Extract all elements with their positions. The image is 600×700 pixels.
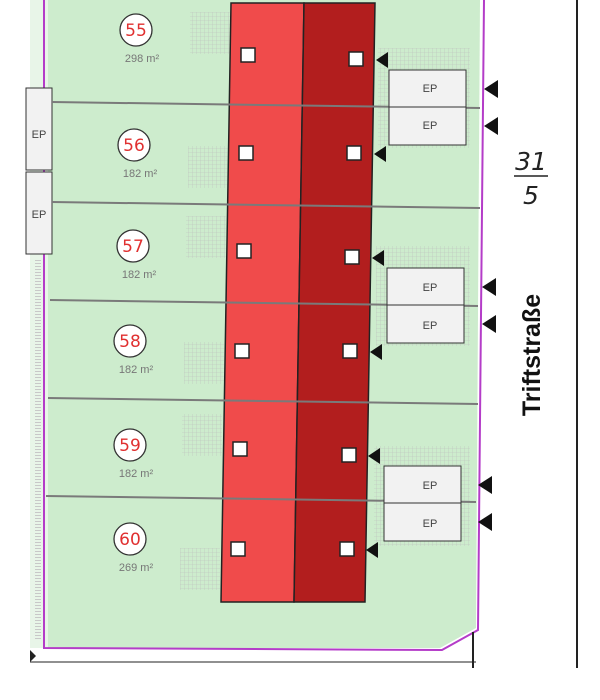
access-triangle [374,146,386,162]
plot-area: 182 m² [119,468,154,480]
ep-box: EP [388,69,467,108]
plot-number: 58 [119,332,141,352]
access-triangle [484,80,498,98]
ep-box: EP [386,304,465,344]
entrance-square [339,541,355,557]
parcel-denominator: 5 [523,181,539,210]
plot-area: 298 m² [125,53,160,65]
plot-label-55: 55 298 m² [119,13,160,65]
hatch-patch [190,12,230,54]
plot-area: 269 m² [119,562,154,574]
plot-area: 182 m² [123,168,158,180]
plot-number: 60 [119,530,141,550]
entrance-square [232,441,248,457]
entrance-square [348,51,364,67]
entrance-square [346,145,362,161]
ep-label: EP [423,480,438,492]
left-ep-box-1: EP [25,87,53,171]
hatch-patch [180,548,220,590]
house-entrances [230,47,364,557]
lot-boundary [43,0,485,652]
plot-labels: 55 298 m² 56 182 m² 57 182 m² 58 182 m² 59 182 m²… [113,13,160,574]
access-triangle [368,448,380,464]
access-triangle [376,52,388,68]
left-ep-label-2: EP [32,209,47,221]
ep-label: EP [423,518,438,530]
plot-label-59: 59 182 m² [113,428,154,480]
house-block-right [293,2,376,603]
access-triangle [484,117,498,135]
house-access-markers [366,52,388,558]
plot-divider [47,397,479,405]
left-ep-label-1: EP [32,129,47,141]
left-ep-box-2: EP [25,171,53,255]
plot-number-circle [119,13,153,47]
entrance-square [240,47,256,63]
ep-box: EP [386,267,465,306]
plot-label-58: 58 182 m² [113,324,154,376]
plot-area: 182 m² [119,364,154,376]
plot-number: 59 [119,436,141,456]
street-access-markers [478,80,498,531]
access-triangle [482,278,496,296]
plot-divider [51,201,481,209]
access-triangle [478,513,492,531]
entrance-square [230,541,246,557]
plot-number-circle [113,428,147,462]
ep-label: EP [423,282,438,294]
entrance-square [341,447,357,463]
ep-box: EP [383,502,462,542]
street-name: Triftstraße [518,294,546,416]
entrance-square [234,343,250,359]
entrance-square [342,343,358,359]
ep-label: EP [423,320,438,332]
plot-area: 182 m² [122,269,157,281]
plot-number-circle [117,128,151,162]
plot-number: 57 [122,237,144,257]
ep-box: EP [388,106,467,146]
access-triangle [482,315,496,333]
entrance-square [344,249,360,265]
ep-box: EP [383,465,462,504]
ep-label: EP [423,83,438,95]
entrance-square [238,145,254,161]
hatch-patch [184,342,224,384]
entrance-square [236,243,252,259]
hatch-patch [186,216,226,258]
parcel-numerator: 31 [515,147,547,176]
plot-number-circle [113,522,147,556]
access-triangle [372,250,384,266]
access-triangle [366,542,378,558]
hatch-patch [182,414,222,456]
plot-label-56: 56 182 m² [117,128,158,180]
ep-label: EP [423,120,438,132]
plot-number-circle [113,324,147,358]
plot-number: 56 [123,136,145,156]
plot-number-circle [116,229,150,263]
boundary-tick [30,650,36,662]
access-triangle [478,476,492,494]
hatch-patch [188,146,228,188]
access-triangle [370,344,382,360]
plot-label-60: 60 269 m² [113,522,154,574]
plot-number: 55 [125,21,147,41]
parcel-number: 31 5 [514,147,548,210]
plot-label-57: 57 182 m² [116,229,157,281]
